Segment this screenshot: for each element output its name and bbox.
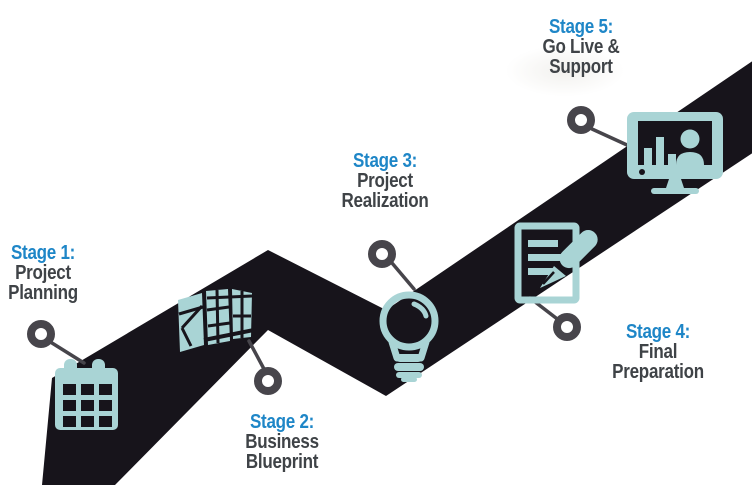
stage-1-marker	[27, 320, 55, 348]
stage-2-title: Stage 2:	[249, 411, 315, 433]
stage-1-line-2: Planning	[8, 282, 78, 304]
stage-5-title: Stage 5:	[548, 16, 614, 38]
monitor-icon	[627, 112, 723, 194]
stage-2-label: Stage 2: Business Blueprint	[210, 412, 355, 472]
stage-2-connector	[247, 339, 266, 371]
stage-3-marker	[368, 240, 396, 268]
stage-3-label: Stage 3: Project Realization	[313, 151, 458, 211]
stage-5-line-1: Go Live &	[542, 36, 620, 58]
lightbulb-icon	[379, 291, 439, 382]
stage-5-label: Stage 5: Go Live & Support	[509, 17, 654, 77]
document-pen-icon	[514, 222, 598, 304]
background-smudge	[505, 45, 625, 97]
zigzag-road	[42, 61, 752, 485]
stage-1-label: Stage 1: Project Planning	[0, 243, 115, 303]
stage-1-title: Stage 1:	[10, 242, 76, 264]
stage-4-line-2: Preparation	[612, 361, 704, 383]
stage-2-line-2: Blueprint	[245, 451, 319, 473]
stage-1-line-1: Project	[15, 262, 71, 284]
stage-1-connector	[50, 341, 86, 365]
stage-5-connector	[590, 127, 629, 147]
stage-3-title: Stage 3:	[352, 150, 418, 172]
stage-3-connector	[390, 261, 416, 291]
stage-4-label: Stage 4: Final Preparation	[586, 322, 731, 382]
stage-4-marker	[553, 313, 581, 341]
stage-5-marker	[567, 106, 595, 134]
stage-4-line-1: Final	[638, 341, 678, 363]
stage-3-line-2: Realization	[341, 190, 429, 212]
stage-5-line-2: Support	[549, 56, 613, 78]
calendar-icon	[55, 359, 118, 430]
map-icon	[178, 289, 254, 352]
stage-2-line-1: Business	[245, 431, 319, 453]
stage-3-line-1: Project	[357, 170, 413, 192]
stage-4-title: Stage 4:	[625, 321, 691, 343]
stage-2-marker	[254, 367, 282, 395]
